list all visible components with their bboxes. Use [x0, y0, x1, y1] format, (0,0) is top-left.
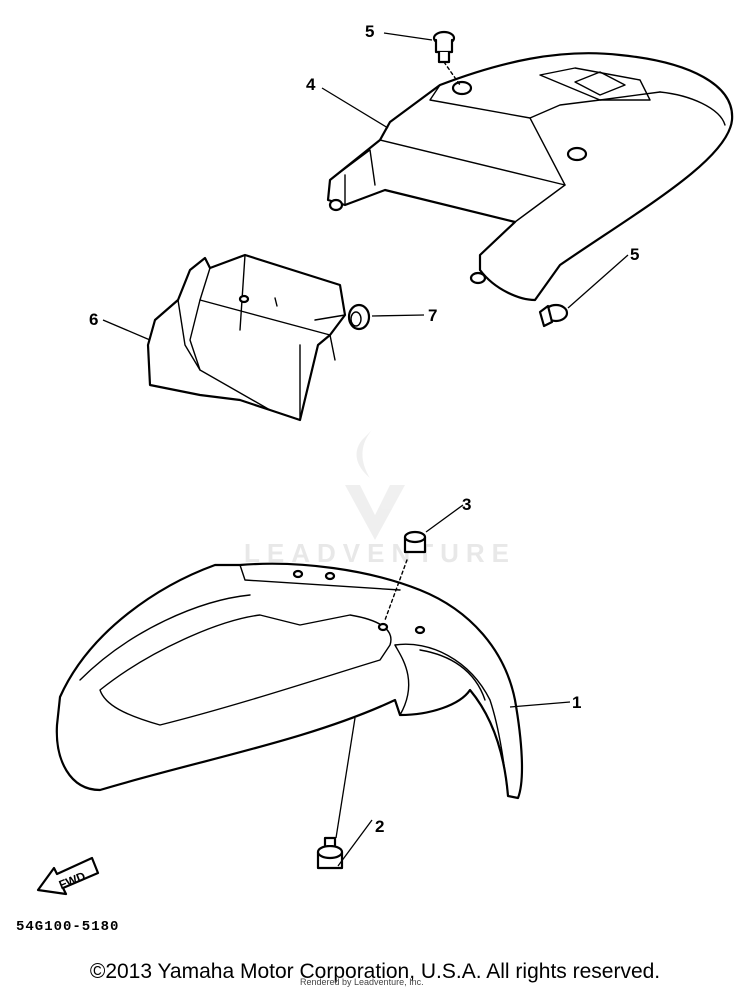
fender-bolt-hole-rear [469, 271, 487, 285]
bolt-top [432, 30, 461, 86]
watermark-logo: LEADVENTURE [244, 430, 509, 568]
copyright-notice: ©2013 Yamaha Motor Corporation, U.S.A. A… [89, 960, 661, 983]
callout-7: 7 [428, 306, 437, 325]
callout-1: 1 [572, 693, 581, 712]
leader-lines [102, 32, 629, 867]
front-fender [55, 562, 524, 800]
fender-bolt-hole-side [566, 146, 588, 162]
front-bolt-top [384, 530, 427, 621]
front-bolt-bottom [316, 836, 344, 870]
callout-6: 6 [89, 310, 98, 329]
rendered-by-note: Rendered by Leadventure, Inc. [300, 977, 424, 987]
callout-5-top: 5 [365, 22, 374, 41]
part-code: 54G100-5180 [16, 919, 120, 935]
grommet [347, 303, 371, 331]
inner-fender-box [146, 253, 347, 422]
callout-4: 4 [306, 75, 316, 94]
fender-bolt-hole-top [451, 80, 473, 96]
callout-2: 2 [375, 817, 384, 836]
fwd-arrow-icon: FWD [36, 856, 100, 896]
bolt-rear [538, 303, 569, 328]
rear-fender [326, 52, 734, 302]
callout-5-rear: 5 [630, 245, 639, 264]
callout-3: 3 [462, 495, 471, 514]
fender-bracket-hole [328, 198, 344, 212]
